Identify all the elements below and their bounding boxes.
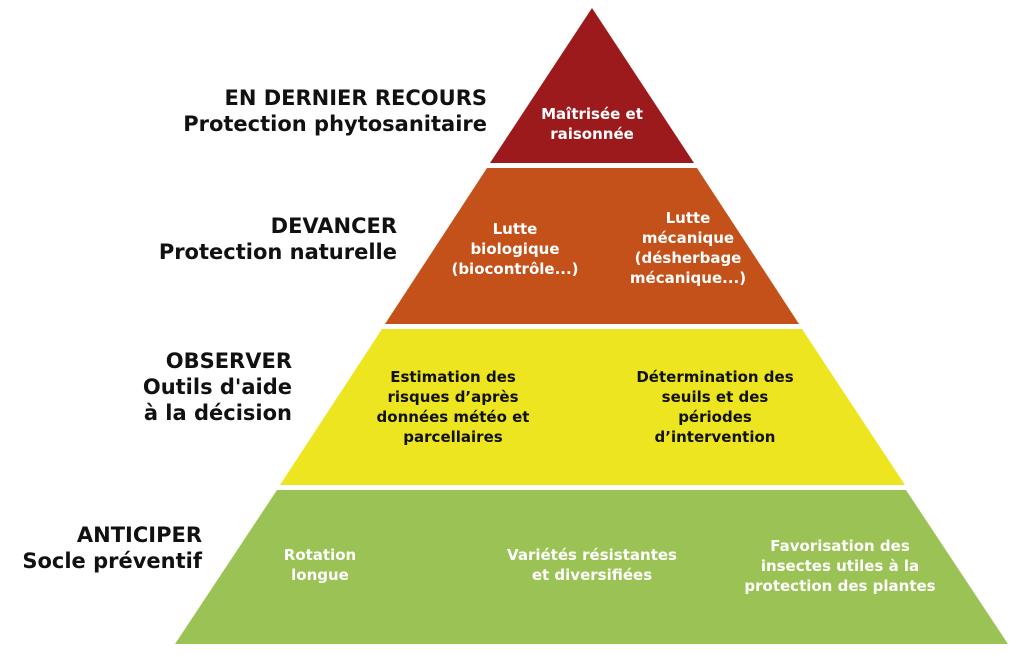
level-subtitle: Outils d'aide <box>142 375 292 399</box>
level-label-anticiper: ANTICIPER Socle préventif <box>22 522 202 574</box>
cell-text-line: Estimation des <box>390 368 516 386</box>
level-subtitle: Protection phytosanitaire <box>183 112 487 136</box>
level-label-last-resort: EN DERNIER RECOURS Protection phytosanit… <box>183 85 487 137</box>
level-title: DEVANCER <box>270 214 397 238</box>
level-label-observer: OBSERVER Outils d'aide à la décision <box>143 348 292 426</box>
level-label-devancer: DEVANCER Protection naturelle <box>159 213 397 265</box>
cell-text-line: Maîtrisée et <box>541 105 643 123</box>
cell-text-line: raisonnée <box>550 125 634 143</box>
cell-text-line: mécanique...) <box>629 269 747 287</box>
pyramid-cell: Détermination des seuils et des périodes d’… <box>636 367 793 447</box>
cell-text-line: et diversifiées <box>531 566 653 584</box>
cell-text-line: longue <box>291 566 349 584</box>
level-title: OBSERVER <box>165 349 292 373</box>
level-title: ANTICIPER <box>76 523 202 547</box>
cell-text-line: parcellaires <box>403 428 503 446</box>
pyramid-cell: Lutte mécanique (désherbage mécanique...) <box>630 208 746 288</box>
cell-text-line: (biocontrôle...) <box>451 260 579 278</box>
pyramid-level-base <box>175 490 1008 644</box>
cell-text-line: mécanique <box>641 229 735 247</box>
cell-text-line: Lutte <box>492 220 538 238</box>
cell-text-line: seuils et des <box>661 388 769 406</box>
pyramid-cell: Estimation des risques d’après données mét… <box>377 367 530 447</box>
cell-text-line: (désherbage <box>634 249 742 267</box>
cell-text-line: Rotation <box>283 546 357 564</box>
level-subtitle: Socle préventif <box>22 549 202 573</box>
level-title: EN DERNIER RECOURS <box>224 86 487 110</box>
pyramid-level-2 <box>385 168 799 324</box>
cell-text-line: données météo et <box>376 408 530 426</box>
pyramid-cell: Lutte biologique (biocontrôle...) <box>451 219 578 279</box>
pyramid-level-top <box>490 8 694 163</box>
pyramid-cell: Rotation longue <box>284 545 356 585</box>
cell-text-line: Lutte <box>665 209 711 227</box>
cell-text-line: Variétés résistantes <box>507 546 677 564</box>
level-subtitle: Protection naturelle <box>158 240 397 264</box>
cell-text-line: Détermination des <box>636 368 794 386</box>
pyramid-cell: Variétés résistantes et diversifiées <box>507 545 677 585</box>
cell-text-line: d’intervention <box>654 428 776 446</box>
pyramid-level-3 <box>280 329 905 485</box>
cell-text-line: insectes utiles à la <box>760 557 920 575</box>
cell-text-line: biologique <box>470 240 560 258</box>
cell-text-line: périodes <box>678 408 752 426</box>
cell-text-line: Favorisation des <box>770 537 910 555</box>
level-subtitle: à la décision <box>143 401 292 425</box>
cell-text-line: risques d’après <box>387 388 519 406</box>
pyramid-cell: Favorisation des insectes utiles à la prot… <box>744 536 935 596</box>
pyramid-cell: Maîtrisée et raisonnée <box>541 104 643 144</box>
cell-text-line: protection des plantes <box>744 577 936 595</box>
